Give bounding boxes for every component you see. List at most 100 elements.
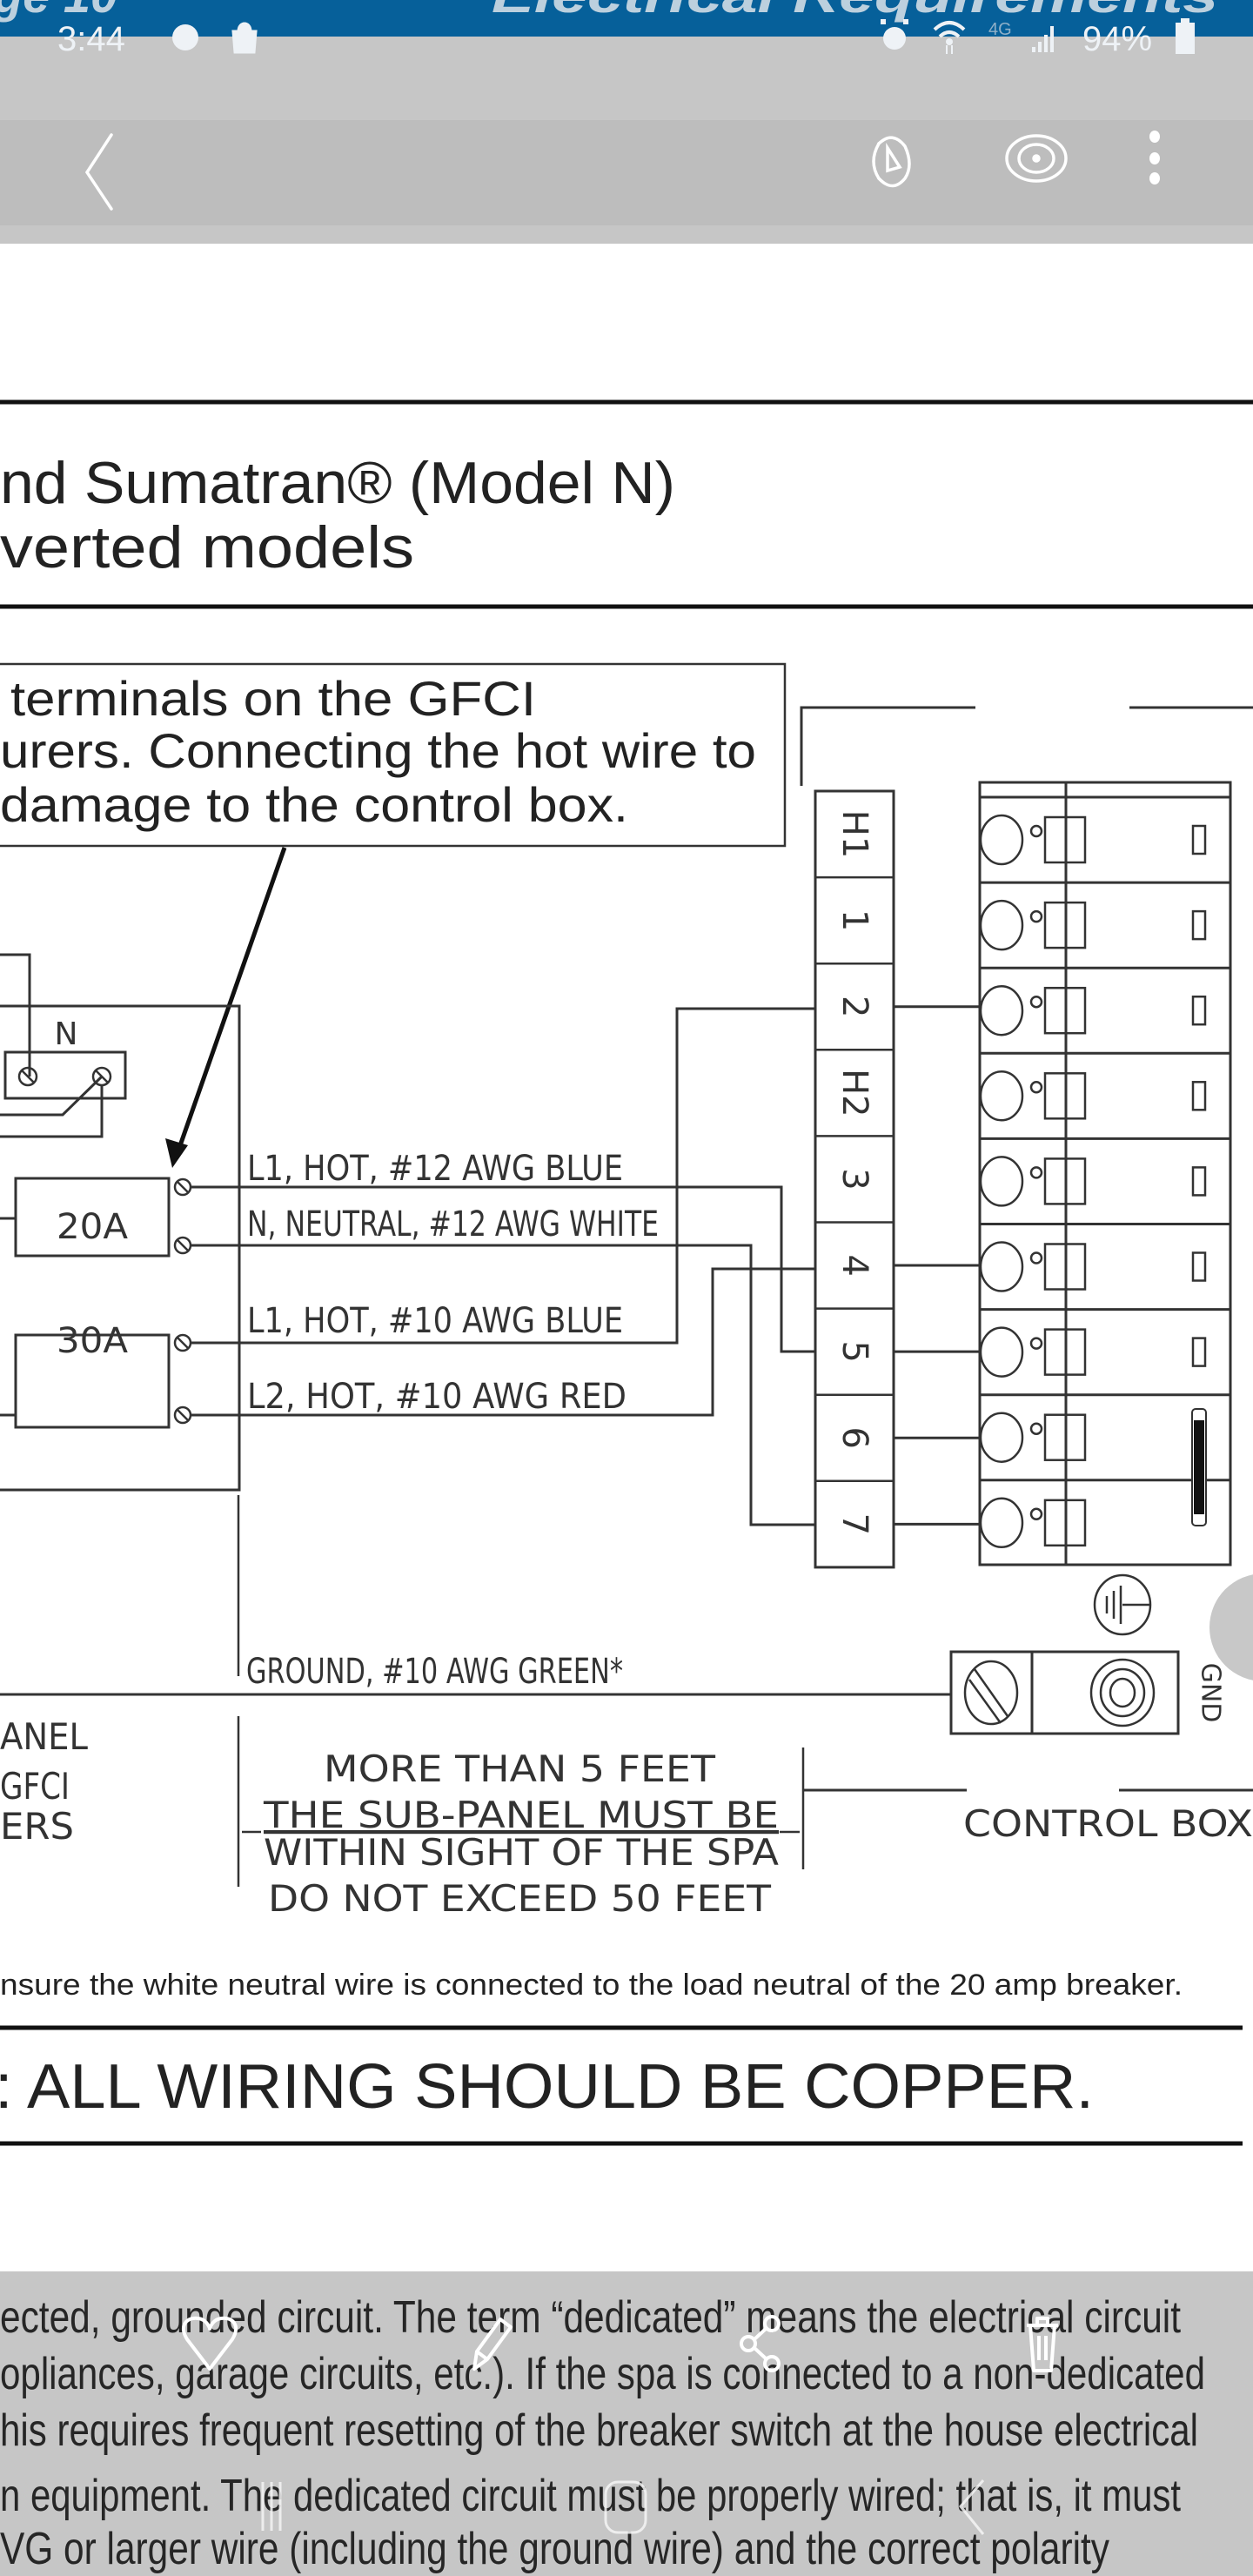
terminal-label: 7 bbox=[834, 1513, 874, 1535]
terminal-block: H1 1 2H2 3 4 5 6 7 bbox=[814, 789, 981, 1569]
control-box-outline bbox=[800, 706, 975, 786]
terminal-label: 5 bbox=[834, 1340, 874, 1362]
wire-neutral-12awg-white bbox=[191, 1244, 815, 1526]
relay-row bbox=[979, 984, 1207, 1036]
wire-label-l2-10: L2, HOT, #10 AWG RED bbox=[247, 1377, 626, 1417]
terminal-label: 4 bbox=[834, 1254, 874, 1276]
section-title: Electrical Requirements bbox=[492, 0, 1218, 23]
terminal-label: 1 bbox=[834, 909, 874, 931]
terminal-label: 3 bbox=[834, 1168, 874, 1190]
relay-row bbox=[979, 1412, 1087, 1463]
ground-wire-label: GROUND, #10 AWG GREEN* bbox=[246, 1652, 623, 1692]
home-icon[interactable] bbox=[604, 2480, 647, 2534]
neutral-bar-label: N bbox=[55, 1016, 78, 1052]
wire-label-neutral: N, NEUTRAL, #12 AWG WHITE bbox=[247, 1204, 659, 1244]
sub-panel-outline bbox=[0, 1004, 241, 1492]
battery-icon bbox=[1176, 18, 1195, 54]
distance-line-2: THE SUB-PANEL MUST BE bbox=[263, 1794, 779, 1836]
favorite-icon[interactable] bbox=[181, 2316, 238, 2371]
toolbar bbox=[0, 120, 1253, 225]
distance-line-1: MORE THAN 5 FEET bbox=[324, 1748, 715, 1790]
edit-icon[interactable] bbox=[472, 2318, 513, 2371]
terminal-label: 2 bbox=[834, 996, 874, 1017]
delete-icon[interactable] bbox=[1027, 2317, 1058, 2372]
distance-line-3: WITHIN SIGHT OF THE SPA bbox=[264, 1831, 779, 1874]
terminal-label: H2 bbox=[834, 1069, 874, 1117]
wire-label-l1-10: L1, HOT, #10 AWG BLUE bbox=[247, 1301, 623, 1341]
wire-l1-10awg-blue bbox=[191, 1007, 815, 1345]
earth-ground-icon bbox=[1093, 1573, 1152, 1636]
dip-switch bbox=[1191, 909, 1207, 941]
jumper-icon bbox=[1191, 1408, 1207, 1526]
gnd-label: GND bbox=[1196, 1663, 1226, 1723]
neutral-wire bbox=[0, 1075, 104, 1117]
top-overlay: ge 10 Electrical Requirements 3:44 4G 94… bbox=[0, 0, 1253, 244]
dip-switch bbox=[1191, 824, 1207, 855]
status-bar-background bbox=[0, 0, 1253, 37]
wire-label-l1-12: L1, HOT, #12 AWG BLUE bbox=[247, 1149, 623, 1189]
callout-line-3: damage to the control box. bbox=[0, 777, 628, 832]
body-line-1: ected, grounded circuit. The term “dedic… bbox=[0, 2292, 1181, 2343]
alarm-icon bbox=[881, 19, 908, 50]
footnote: nsure the white neutral wire is connecte… bbox=[0, 1969, 1183, 2002]
ground-screw-icon bbox=[963, 1660, 1019, 1726]
ground-terminal bbox=[949, 1650, 1180, 1735]
relay-board bbox=[978, 781, 1232, 1566]
shopping-bag-icon bbox=[231, 22, 258, 54]
eye-icon[interactable] bbox=[1005, 134, 1068, 183]
battery-percent: 94% bbox=[1082, 20, 1152, 58]
facebook-icon bbox=[172, 24, 198, 50]
dip-switch bbox=[1191, 1081, 1207, 1111]
dip-switch bbox=[1191, 995, 1207, 1026]
neutral-wire bbox=[0, 1085, 104, 1138]
callout-line-2: urers. Connecting the hot wire to bbox=[0, 723, 756, 778]
panel-label-3: ERS bbox=[0, 1805, 74, 1848]
breaker-30a bbox=[14, 1333, 171, 1429]
panel-label-1: ANEL bbox=[0, 1715, 89, 1758]
notice-copper-wiring: : ALL WIRING SHOULD BE COPPER. bbox=[0, 2052, 1094, 2122]
breaker-20a-label: 20A bbox=[57, 1207, 129, 1247]
callout-box bbox=[0, 662, 787, 848]
floating-button[interactable] bbox=[1209, 1573, 1253, 1681]
relay-row bbox=[979, 899, 1207, 951]
body-line-3: his requires frequent resetting of the b… bbox=[0, 2405, 1198, 2456]
network-type: 4G bbox=[988, 20, 1012, 39]
breaker-screw-icon bbox=[173, 1405, 192, 1425]
wire-l2-10awg-red bbox=[191, 1267, 815, 1417]
dip-switch bbox=[1191, 1251, 1207, 1282]
back-icon[interactable] bbox=[84, 133, 113, 211]
breaker-screw-icon bbox=[173, 1333, 192, 1352]
title-line-2: verted models bbox=[0, 514, 414, 580]
terminal-label: H1 bbox=[834, 810, 874, 859]
neutral-screw-icon bbox=[17, 1066, 38, 1087]
reading-mode-icon[interactable] bbox=[872, 136, 911, 188]
dip-switch bbox=[1191, 1166, 1207, 1197]
more-options-icon[interactable] bbox=[1149, 131, 1160, 184]
relay-row bbox=[979, 1497, 1087, 1549]
breaker-screw-icon bbox=[173, 1177, 192, 1197]
body-line-5: VG or larger wire (including the ground … bbox=[0, 2524, 1109, 2574]
share-icon[interactable] bbox=[740, 2315, 781, 2372]
ground-lug-icon bbox=[1089, 1658, 1156, 1727]
terminal-label: 6 bbox=[834, 1427, 874, 1449]
relay-row bbox=[979, 1241, 1207, 1292]
relay-row bbox=[979, 1156, 1207, 1207]
breaker-30a-label: 30A bbox=[57, 1321, 129, 1361]
recent-apps-icon[interactable] bbox=[261, 2482, 282, 2531]
signal-icon bbox=[1032, 26, 1054, 52]
wifi-icon bbox=[933, 21, 966, 54]
page-label: ge 10 bbox=[0, 0, 117, 23]
status-time: 3:44 bbox=[57, 20, 125, 58]
breaker-screw-icon bbox=[173, 1236, 192, 1255]
neutral-bar bbox=[3, 1050, 127, 1100]
body-line-2: opliances, garage circuits, etc.). If th… bbox=[0, 2349, 1205, 2399]
body-line-4: n equipment. The dedicated circuit must … bbox=[0, 2471, 1181, 2521]
distance-line-4: DO NOT EXCEED 50 FEET bbox=[268, 1877, 771, 1920]
relay-row bbox=[979, 814, 1207, 866]
panel-label-2: GFCI bbox=[0, 1765, 70, 1808]
control-box-label: CONTROL BOX bbox=[963, 1802, 1253, 1845]
panel-wire bbox=[0, 953, 31, 1077]
back-nav-icon[interactable] bbox=[959, 2479, 985, 2535]
